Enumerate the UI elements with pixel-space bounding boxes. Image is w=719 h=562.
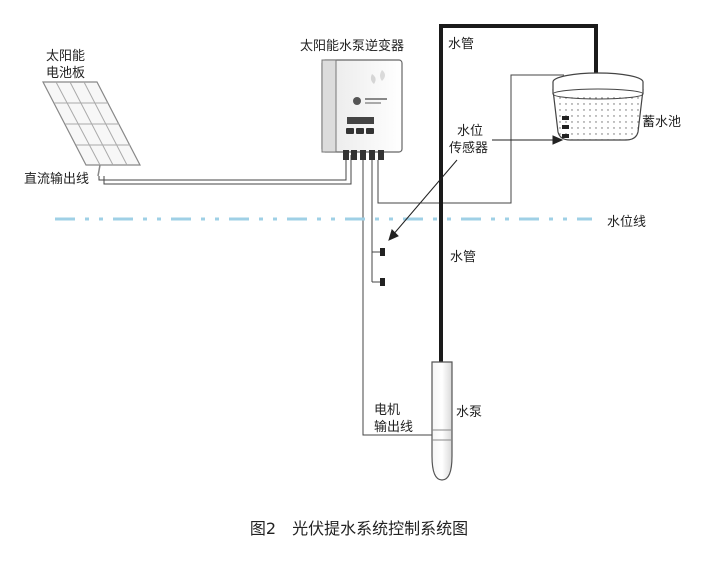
water-level-label: 水位线 [607, 215, 646, 230]
reservoir-label: 蓄水池 [642, 115, 681, 130]
motor-output-label-2: 输出线 [374, 419, 413, 435]
solar-panel-label-1: 太阳能 [46, 49, 85, 64]
level-sensor-label-2: 传感器 [449, 140, 488, 156]
dc-output-label: 直流输出线 [24, 171, 89, 187]
solar-panel-label-2: 电池板 [46, 66, 85, 81]
reservoir [552, 72, 644, 141]
inverter [321, 59, 403, 160]
water-pump-label: 水泵 [456, 405, 482, 420]
level-sensor-probe-2 [380, 278, 385, 286]
water-pipe-middle-label: 水管 [450, 250, 476, 265]
inverter-label: 太阳能水泵逆变器 [300, 38, 404, 54]
inverter-down-cables [362, 160, 438, 436]
display-screen [347, 117, 374, 124]
sensor-arrows [388, 135, 564, 241]
water-pipe [439, 24, 598, 362]
labels: 太阳能 电池板 太阳能水泵逆变器 直流输出线 水管 蓄水池 水位 传感器 水位线… [24, 37, 681, 435]
figure-caption: 图2 光伏提水系统控制系统图 [250, 519, 468, 538]
water-pump [431, 361, 453, 481]
logo-icon [353, 97, 361, 105]
solar-panel [42, 81, 141, 177]
sensor-cable-top [377, 74, 564, 204]
dc-output-cable [98, 155, 352, 185]
level-sensor-probe-1 [380, 248, 385, 256]
level-sensor-label-1: 水位 [457, 124, 483, 139]
motor-output-label-1: 电机 [374, 403, 400, 418]
water-pipe-top-label: 水管 [448, 37, 474, 52]
